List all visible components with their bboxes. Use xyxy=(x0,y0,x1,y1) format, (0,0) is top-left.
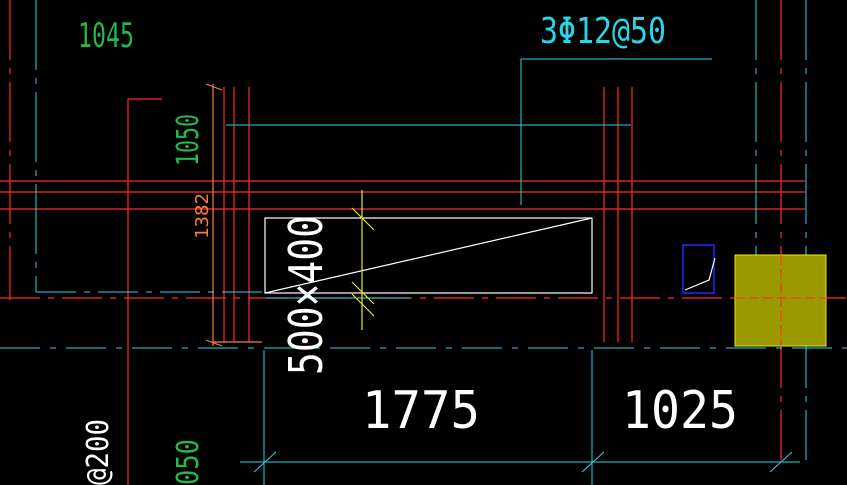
rebar-spec-label: 3Φ12@50 xyxy=(540,11,666,52)
dim-label-1050: 1050 xyxy=(171,114,206,166)
dim-label-1045: 1045 xyxy=(78,16,134,56)
break-tick-2 xyxy=(351,281,375,305)
dim-tick-bottom-2 xyxy=(581,451,605,473)
dim-tick-top xyxy=(205,83,223,91)
dim-label-1775: 1775 xyxy=(362,381,480,441)
wall-opening[interactable] xyxy=(264,217,593,294)
dim-tick-bottom-3 xyxy=(769,451,793,473)
break-marks xyxy=(351,190,375,330)
dim-label-050: 050 xyxy=(171,439,206,485)
break-tick-1 xyxy=(351,207,375,231)
break-tick-3 xyxy=(351,293,375,317)
dim-tick-bottom-1 xyxy=(253,451,277,473)
dim-tick-bottom xyxy=(205,339,223,347)
opening-size-label: 500×400 xyxy=(279,215,333,375)
dim-label-1025: 1025 xyxy=(622,381,738,441)
opening-rectangle[interactable] xyxy=(264,217,593,294)
opening-diagonal xyxy=(264,217,593,294)
selection-box[interactable] xyxy=(682,244,715,294)
dim-label-1382: 1382 xyxy=(192,193,213,239)
spacing-label-200: @200 xyxy=(81,419,116,485)
selection-mark xyxy=(684,257,716,291)
